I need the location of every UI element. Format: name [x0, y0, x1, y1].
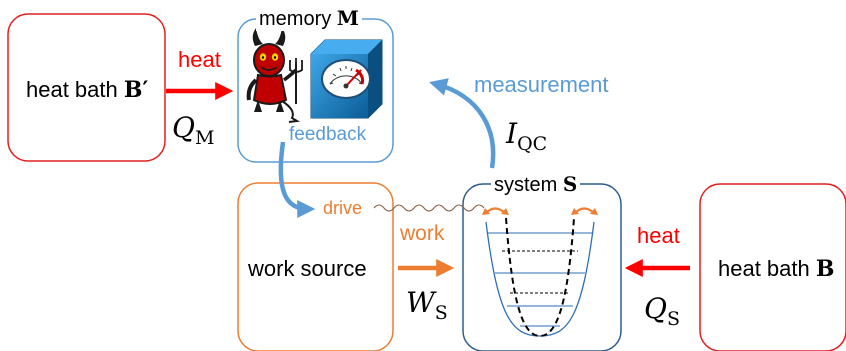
- heat-bath-right-label: heat bath B: [718, 256, 834, 282]
- feedback-arrow: [278, 141, 316, 218]
- heat-bath-right-text: heat bath: [718, 256, 810, 281]
- heat-bath-left-label: heat bath B′: [26, 77, 148, 103]
- potential-well: [485, 217, 595, 338]
- w-s-sub: S: [434, 302, 448, 324]
- heat-bath-right-box: [699, 183, 846, 351]
- heat-bath-left-text: heat bath: [26, 77, 118, 102]
- drive-label: drive: [323, 198, 363, 218]
- i-qc-label: IQC: [506, 117, 547, 155]
- drive-arrows-left: [482, 207, 509, 215]
- q-s-sub: S: [666, 308, 680, 330]
- w-s-label: WS: [406, 286, 448, 324]
- q-s-base: Q: [644, 292, 667, 325]
- pressure-gauge-icon: [310, 39, 383, 119]
- heat-bath-right-symbol: B: [815, 256, 835, 282]
- heat-bath-left-box: [7, 13, 166, 162]
- heat-bath-left-symbol: B′: [123, 77, 149, 103]
- work-source-label: work source: [248, 256, 367, 281]
- heat-left-label: heat: [178, 47, 221, 72]
- memory-title: memory M: [256, 6, 362, 31]
- i-qc-base: I: [506, 117, 518, 150]
- i-qc-sub: QC: [517, 133, 548, 155]
- heat-right-label: heat: [637, 223, 680, 248]
- drive-wave: [373, 204, 485, 212]
- maxwell-demon-icon: [246, 28, 303, 123]
- measurement-label: measurement: [474, 72, 609, 97]
- memory-label: memory: [259, 8, 332, 30]
- feedback-label: feedback: [289, 124, 367, 145]
- system-symbol: S: [562, 172, 578, 196]
- q-m-base: Q: [172, 111, 195, 144]
- measurement-arrow: [429, 78, 496, 169]
- q-s-label: QS: [644, 292, 680, 330]
- drive-arrows-right: [571, 207, 598, 215]
- work-label: work: [400, 222, 445, 245]
- work-source-box: [237, 182, 394, 351]
- q-m-label: QM: [172, 111, 214, 149]
- memory-symbol: M: [336, 6, 359, 30]
- system-title: system S: [491, 172, 581, 197]
- w-s-base: W: [406, 286, 435, 319]
- q-m-sub: M: [194, 127, 215, 149]
- system-label: system: [494, 174, 558, 196]
